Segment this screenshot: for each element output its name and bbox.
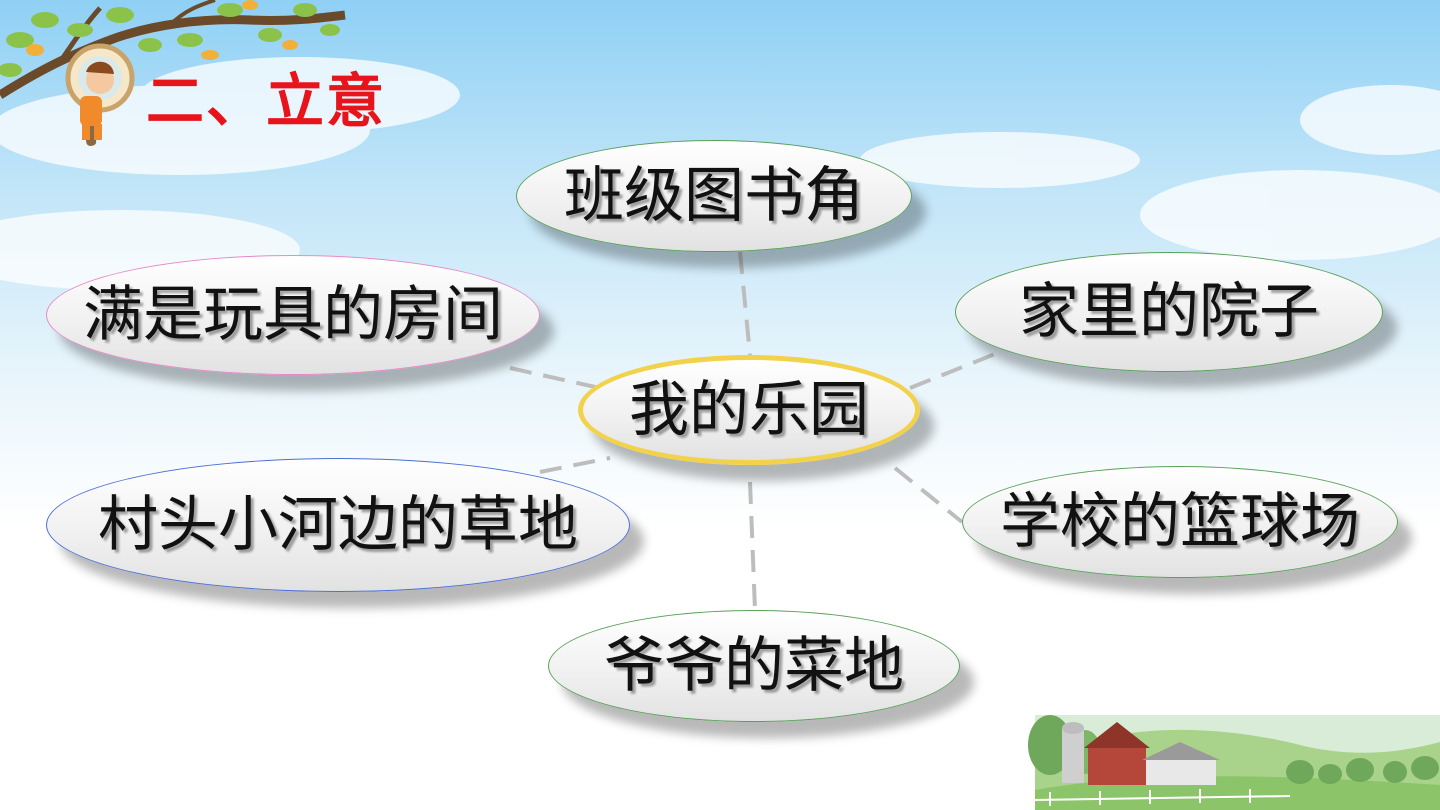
node-class-book-corner[interactable]: 班级图书角 bbox=[516, 140, 912, 252]
farm-landscape-icon bbox=[1028, 715, 1440, 810]
node-label: 爷爷的菜地 bbox=[604, 631, 904, 701]
node-riverside-grass[interactable]: 村头小河边的草地 bbox=[46, 458, 630, 592]
tree-branch-icon bbox=[0, 0, 346, 99]
node-label: 村头小河边的草地 bbox=[98, 490, 578, 560]
node-label: 我的乐园 bbox=[629, 375, 869, 445]
kid-magnifier-icon bbox=[65, 43, 135, 146]
connector-book-corner bbox=[738, 251, 752, 356]
connectors bbox=[509, 251, 1001, 611]
node-label: 家里的院子 bbox=[1019, 277, 1319, 347]
connector-school-court bbox=[893, 466, 964, 524]
node-grandpa-garden[interactable]: 爷爷的菜地 bbox=[548, 610, 960, 722]
slide-title: 二、立意 bbox=[146, 67, 387, 135]
node-center-my-paradise[interactable]: 我的乐园 bbox=[578, 355, 920, 465]
node-label: 满是玩具的房间 bbox=[83, 280, 503, 350]
node-label: 班级图书角 bbox=[564, 161, 864, 231]
connector-riverside-grass bbox=[539, 456, 611, 474]
node-toy-room[interactable]: 满是玩具的房间 bbox=[46, 255, 540, 375]
connector-grandpa-garden bbox=[748, 481, 757, 611]
connector-home-yard bbox=[909, 350, 1001, 390]
node-school-court[interactable]: 学校的篮球场 bbox=[962, 466, 1398, 578]
node-label: 学校的篮球场 bbox=[1000, 487, 1360, 557]
node-home-yard[interactable]: 家里的院子 bbox=[955, 252, 1383, 372]
connector-toy-room bbox=[509, 366, 601, 390]
